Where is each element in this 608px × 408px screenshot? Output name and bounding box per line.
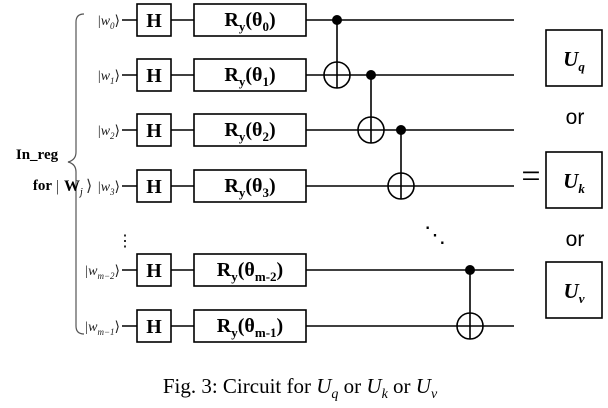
caption-prefix: Fig. 3: Circuit for (163, 374, 316, 398)
ry-rotation-gate: Ry(θ2) (193, 113, 307, 147)
qubit-ket-label: |w0⟩ (98, 14, 120, 31)
svg-text:Ry(θ2): Ry(θ2) (224, 119, 275, 144)
svg-text:Fig. 3: Circuit for Uq or Uk o: Fig. 3: Circuit for Uq or Uk or Uv (163, 374, 438, 402)
svg-text:|: | (56, 178, 59, 195)
qubit-kets: |w0⟩ |w1⟩ |w2⟩ |w3⟩ |wm−2⟩ |wm−1⟩ (85, 14, 120, 337)
svg-text:⟩: ⟩ (86, 178, 92, 195)
svg-text:H: H (146, 120, 162, 142)
svg-text:Uv: Uv (564, 279, 585, 306)
control-dot (332, 15, 342, 25)
ry-rotation-gate: Ry(θ3) (193, 169, 307, 203)
svg-text:j: j (78, 187, 83, 198)
ry-rotation-gate: Ry(θ1) (193, 58, 307, 92)
svg-text:|wm−1⟩: |wm−1⟩ (85, 320, 120, 337)
svg-text:Uk: Uk (563, 169, 585, 196)
diagonal-ellipsis: ⋱ (424, 222, 446, 247)
qubit-ket-label: |wm−1⟩ (85, 320, 120, 337)
gates: H Ry(θ0) H Ry(θ1) H Ry(θ2) H Ry(θ3) H Ry(θm-2) H Ry… (136, 3, 307, 343)
control-dot (465, 265, 475, 275)
hadamard-gate: H (136, 309, 172, 343)
or-label: or (566, 106, 585, 129)
hadamard-gate: H (136, 113, 172, 147)
cnot-gate (357, 70, 385, 144)
cnot-ladder (323, 15, 484, 340)
svg-text:|w0⟩: |w0⟩ (98, 14, 120, 31)
svg-text:Ry(θm-1): Ry(θm-1) (217, 315, 283, 340)
svg-text:W: W (64, 178, 80, 195)
svg-text:Ry(θ0): Ry(θ0) (224, 9, 275, 34)
qubit-ket-label: |w3⟩ (98, 180, 120, 197)
hadamard-gate: H (136, 253, 172, 287)
svg-text:Ry(θm-2): Ry(θm-2) (217, 259, 283, 284)
qubit-ket-label: |w1⟩ (98, 69, 120, 86)
register-label-line2: for (33, 178, 52, 194)
or-label: or (566, 228, 585, 251)
ry-rotation-gate: Ry(θm-2) (193, 253, 307, 287)
qubit-ket-label: |w2⟩ (98, 124, 120, 141)
operator-option: Uv (545, 261, 603, 319)
hadamard-gate: H (136, 169, 172, 203)
vertical-ellipsis: ⋮ (117, 233, 133, 250)
ry-rotation-gate: Ry(θ0) (193, 3, 307, 37)
svg-text:|wm−2⟩: |wm−2⟩ (85, 264, 120, 281)
register-brace (67, 13, 85, 335)
cnot-gate (323, 15, 351, 89)
equals-sign: = (521, 158, 540, 195)
svg-text:Ry(θ3): Ry(θ3) (224, 175, 275, 200)
svg-text:H: H (146, 316, 162, 338)
control-dot (366, 70, 376, 80)
cnot-gate (387, 125, 415, 200)
svg-text:|w2⟩: |w2⟩ (98, 124, 120, 141)
svg-text:H: H (146, 176, 162, 198)
hadamard-gate: H (136, 3, 172, 37)
ry-rotation-gate: Ry(θm-1) (193, 309, 307, 343)
svg-text:H: H (146, 260, 162, 282)
svg-text:Ry(θ1): Ry(θ1) (224, 64, 275, 89)
control-dot (396, 125, 406, 135)
register-label-line1: In_reg (16, 147, 59, 163)
svg-text:H: H (146, 10, 162, 32)
operator-option: Uq (545, 29, 603, 87)
register-ket: | W j ⟩ (56, 178, 92, 198)
qubit-wires (122, 19, 514, 327)
figure-caption: Fig. 3: Circuit for Uq or Uk or Uv (163, 374, 438, 402)
operator-option: Uk (545, 151, 603, 209)
svg-text:Uq: Uq (563, 47, 585, 74)
svg-text:H: H (146, 65, 162, 87)
qubit-ket-label: |wm−2⟩ (85, 264, 120, 281)
svg-text:|w3⟩: |w3⟩ (98, 180, 120, 197)
cnot-gate (456, 265, 484, 340)
hadamard-gate: H (136, 58, 172, 92)
svg-text:|w1⟩: |w1⟩ (98, 69, 120, 86)
